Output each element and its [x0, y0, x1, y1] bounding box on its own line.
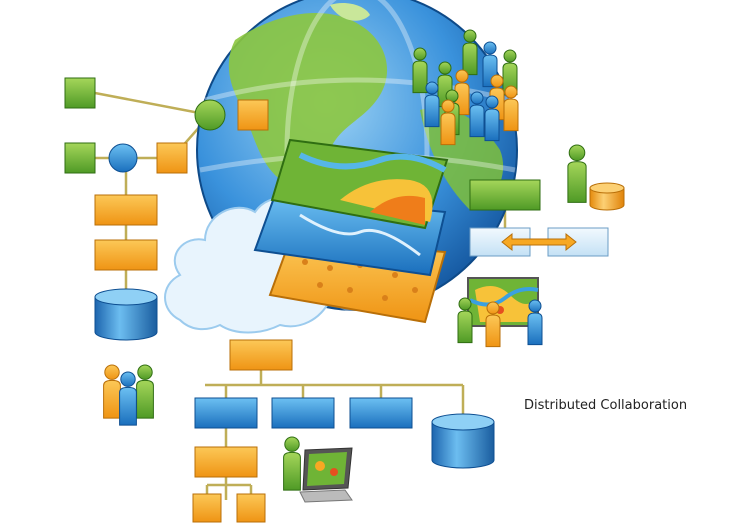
orange-node: [236, 493, 266, 523]
orange-node: [192, 493, 222, 523]
map-board: [467, 277, 539, 327]
blue-hub: [108, 143, 138, 173]
green-node: [64, 77, 96, 109]
left-network: [64, 77, 269, 341]
people: [103, 29, 587, 491]
blue-box: [349, 397, 413, 429]
person-icon: [485, 301, 501, 348]
person-icon: [462, 29, 478, 76]
person-icon: [440, 99, 456, 146]
orange-box: [94, 194, 158, 226]
person-icon: [119, 371, 137, 426]
computer-icon: [299, 447, 353, 503]
person-icon: [567, 144, 587, 203]
person-icon: [283, 436, 301, 491]
person-icon: [503, 85, 519, 132]
person-icon: [484, 95, 500, 142]
database-icon: [94, 288, 158, 341]
person-icon: [424, 81, 440, 128]
person-icon: [469, 91, 485, 138]
orange-node: [156, 142, 188, 174]
diagram-caption: Distributed Collaboration: [524, 398, 688, 413]
person-icon: [457, 297, 473, 344]
person-icon: [136, 364, 154, 419]
orange-node: [237, 99, 269, 131]
orange-box: [229, 339, 293, 371]
blue-box: [194, 397, 258, 429]
green-box: [469, 179, 541, 211]
person-icon: [103, 364, 121, 419]
double-arrow-icon: [501, 232, 577, 252]
green-node: [64, 142, 96, 174]
orange-box: [194, 446, 258, 478]
exchange-boxes: [469, 179, 609, 257]
person-icon: [412, 47, 428, 94]
person-icon: [527, 299, 543, 346]
blue-box: [271, 397, 335, 429]
bottom-network: [192, 182, 625, 523]
orange-box: [94, 239, 158, 271]
green-hub: [194, 99, 226, 131]
database-icon: [431, 413, 495, 469]
map-layers: [253, 138, 449, 324]
database-icon: [589, 182, 625, 211]
